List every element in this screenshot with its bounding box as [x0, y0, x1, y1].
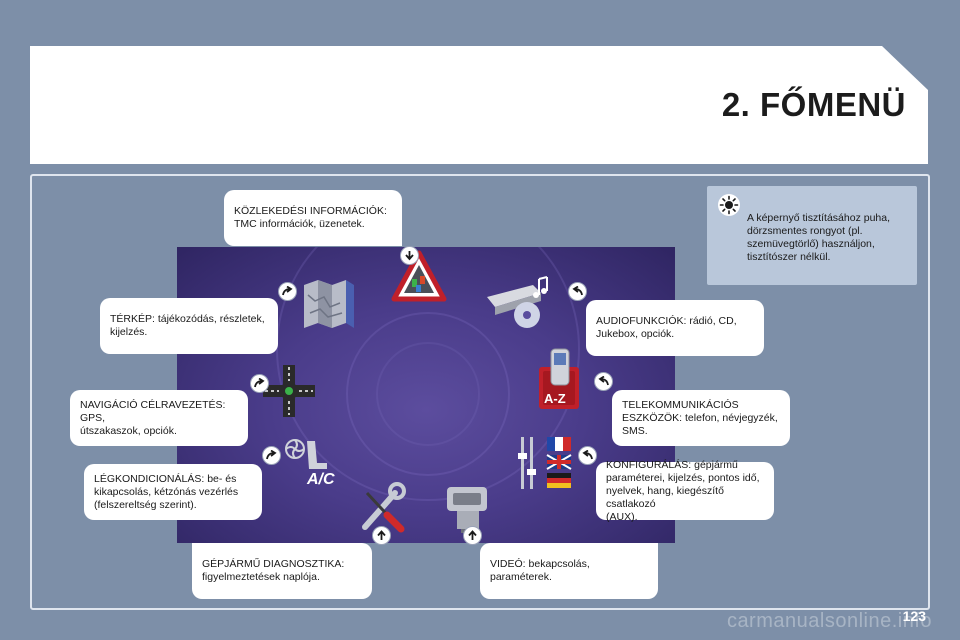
label-video: VIDEÓ: bekapcsolás, paraméterek. — [480, 543, 658, 599]
ac-seat-fan-icon[interactable]: A/C — [281, 435, 345, 495]
video-arrow-icon[interactable] — [463, 526, 482, 545]
config-arrow-icon[interactable] — [578, 446, 597, 465]
label-telecom-text: TELEKOMMUNIKÁCIÓS ESZKÖZÖK: telefon, név… — [622, 398, 778, 437]
traffic-warning-icon[interactable] — [391, 249, 447, 305]
screen-ring-inner — [346, 312, 510, 476]
label-telecom: TELEKOMMUNIKÁCIÓS ESZKÖZÖK: telefon, név… — [612, 390, 790, 446]
folded-map-icon[interactable] — [300, 275, 356, 331]
label-video-text: VIDEÓ: bekapcsolás, paraméterek. — [490, 558, 590, 583]
label-diagnostics-text: GÉPJÁRMŰ DIAGNOSZTIKA: figyelmeztetések … — [202, 558, 345, 583]
label-navigation: NAVIGÁCIÓ CÉLRAVEZETÉS: GPS, útszakaszok… — [70, 390, 248, 446]
label-navigation-text: NAVIGÁCIÓ CÉLRAVEZETÉS: GPS, útszakaszok… — [80, 398, 226, 437]
phone-book-icon[interactable]: A-Z — [535, 347, 585, 413]
tip-text: A képernyő tisztításához puha, dörzsment… — [747, 212, 891, 263]
label-traffic-info-text: KÖZLEKEDÉSI INFORMÁCIÓK: TMC információk… — [234, 205, 387, 230]
label-traffic-info: KÖZLEKEDÉSI INFORMÁCIÓK: TMC információk… — [224, 190, 402, 246]
radio-cd-icon[interactable] — [483, 275, 555, 331]
label-audio: AUDIOFUNKCIÓK: rádió, CD, Jukebox, opció… — [586, 300, 764, 356]
ac-icon-text: A/C — [307, 471, 335, 488]
content-frame — [30, 174, 930, 610]
label-climate-text: LÉGKONDICIONÁLÁS: be- és kikapcsolás, ké… — [94, 472, 239, 511]
telecom-arrow-icon[interactable] — [594, 372, 613, 391]
phone-book-icon-text: A-Z — [544, 391, 566, 406]
label-diagnostics: GÉPJÁRMŰ DIAGNOSZTIKA: figyelmeztetések … — [192, 543, 372, 599]
map-arrow-icon[interactable] — [278, 282, 297, 301]
diagnostics-arrow-icon[interactable] — [372, 526, 391, 545]
settings-flags-icon[interactable] — [517, 433, 577, 493]
label-map: TÉRKÉP: tájékozódás, részletek, kijelzés… — [100, 298, 278, 354]
traffic-arrow-icon[interactable] — [400, 246, 419, 265]
page-number: 123 — [902, 608, 926, 624]
label-map-text: TÉRKÉP: tájékozódás, részletek, kijelzés… — [110, 313, 265, 338]
page-title: 2. FŐMENÜ — [721, 86, 906, 123]
audio-arrow-icon[interactable] — [568, 282, 587, 301]
label-config: KONFIGURÁLÁS: gépjármű paraméterei, kije… — [596, 459, 774, 523]
tip-box: A képernyő tisztításához puha, dörzsment… — [707, 186, 917, 285]
label-config-text: KONFIGURÁLÁS: gépjármű paraméterei, kije… — [606, 458, 760, 523]
crossroads-icon[interactable] — [261, 363, 317, 419]
label-audio-text: AUDIOFUNKCIÓK: rádió, CD, Jukebox, opció… — [596, 315, 737, 340]
sun-icon — [718, 194, 740, 216]
label-climate: LÉGKONDICIONÁLÁS: be- és kikapcsolás, ké… — [84, 464, 262, 520]
wrench-screwdriver-icon[interactable] — [355, 481, 411, 537]
screen-ring-center — [376, 342, 480, 446]
climate-arrow-icon[interactable] — [262, 446, 281, 465]
watermark: carmanualsonline.info — [726, 610, 932, 632]
header-card — [30, 46, 928, 164]
navigation-arrow-icon[interactable] — [250, 374, 269, 393]
